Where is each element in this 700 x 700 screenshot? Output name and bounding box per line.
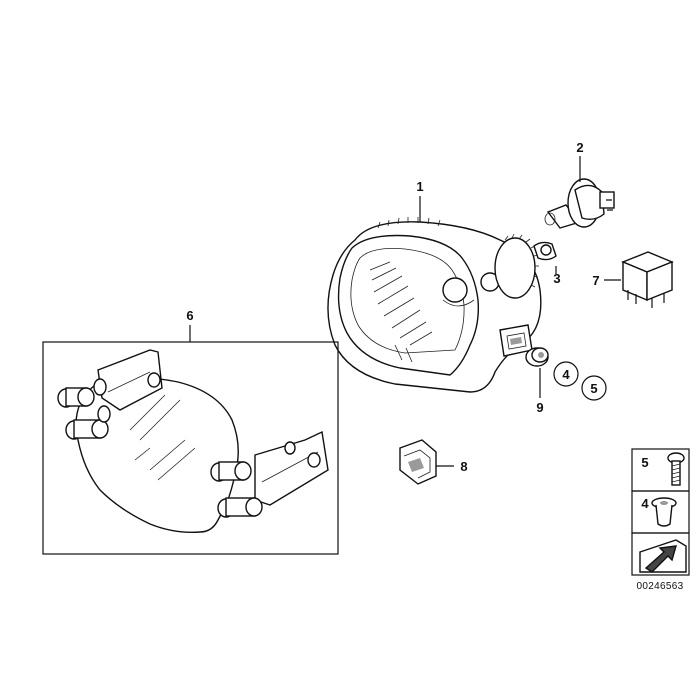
lens-hatching (369, 261, 433, 363)
leader-lines (189, 156, 621, 467)
headlight-assembly (327, 217, 542, 393)
right-mounts (210, 441, 321, 518)
left-mounts (57, 372, 161, 440)
callout-1: 1 (416, 179, 423, 194)
bushing-icon (651, 497, 677, 527)
callout-4: 4 (562, 367, 570, 382)
reference-number: 00246563 (637, 581, 684, 592)
screw-icon (667, 452, 685, 486)
callout-8: 8 (460, 459, 467, 474)
callout-7: 7 (592, 273, 599, 288)
callout-9: 9 (536, 400, 543, 415)
callout-5-circle (581, 375, 607, 401)
callout-6: 6 (186, 308, 193, 323)
legend-box: 5 4 (631, 448, 690, 576)
guard-reflections (129, 394, 196, 481)
adjuster-teeth (504, 233, 539, 288)
callout-4-circle (553, 361, 579, 387)
relay (621, 251, 674, 308)
rim-teeth (377, 217, 441, 229)
grommet (525, 347, 549, 367)
callout-3: 3 (553, 271, 560, 286)
headlight-guard (57, 349, 329, 534)
bulb-h7 (544, 178, 615, 229)
legend-label-4: 4 (641, 496, 649, 511)
arrow-icon (639, 539, 687, 573)
small-bulb (533, 241, 557, 261)
callout-5: 5 (590, 381, 597, 396)
legend-label-5: 5 (641, 455, 648, 470)
clip (399, 439, 437, 485)
callout-2: 2 (576, 140, 583, 155)
